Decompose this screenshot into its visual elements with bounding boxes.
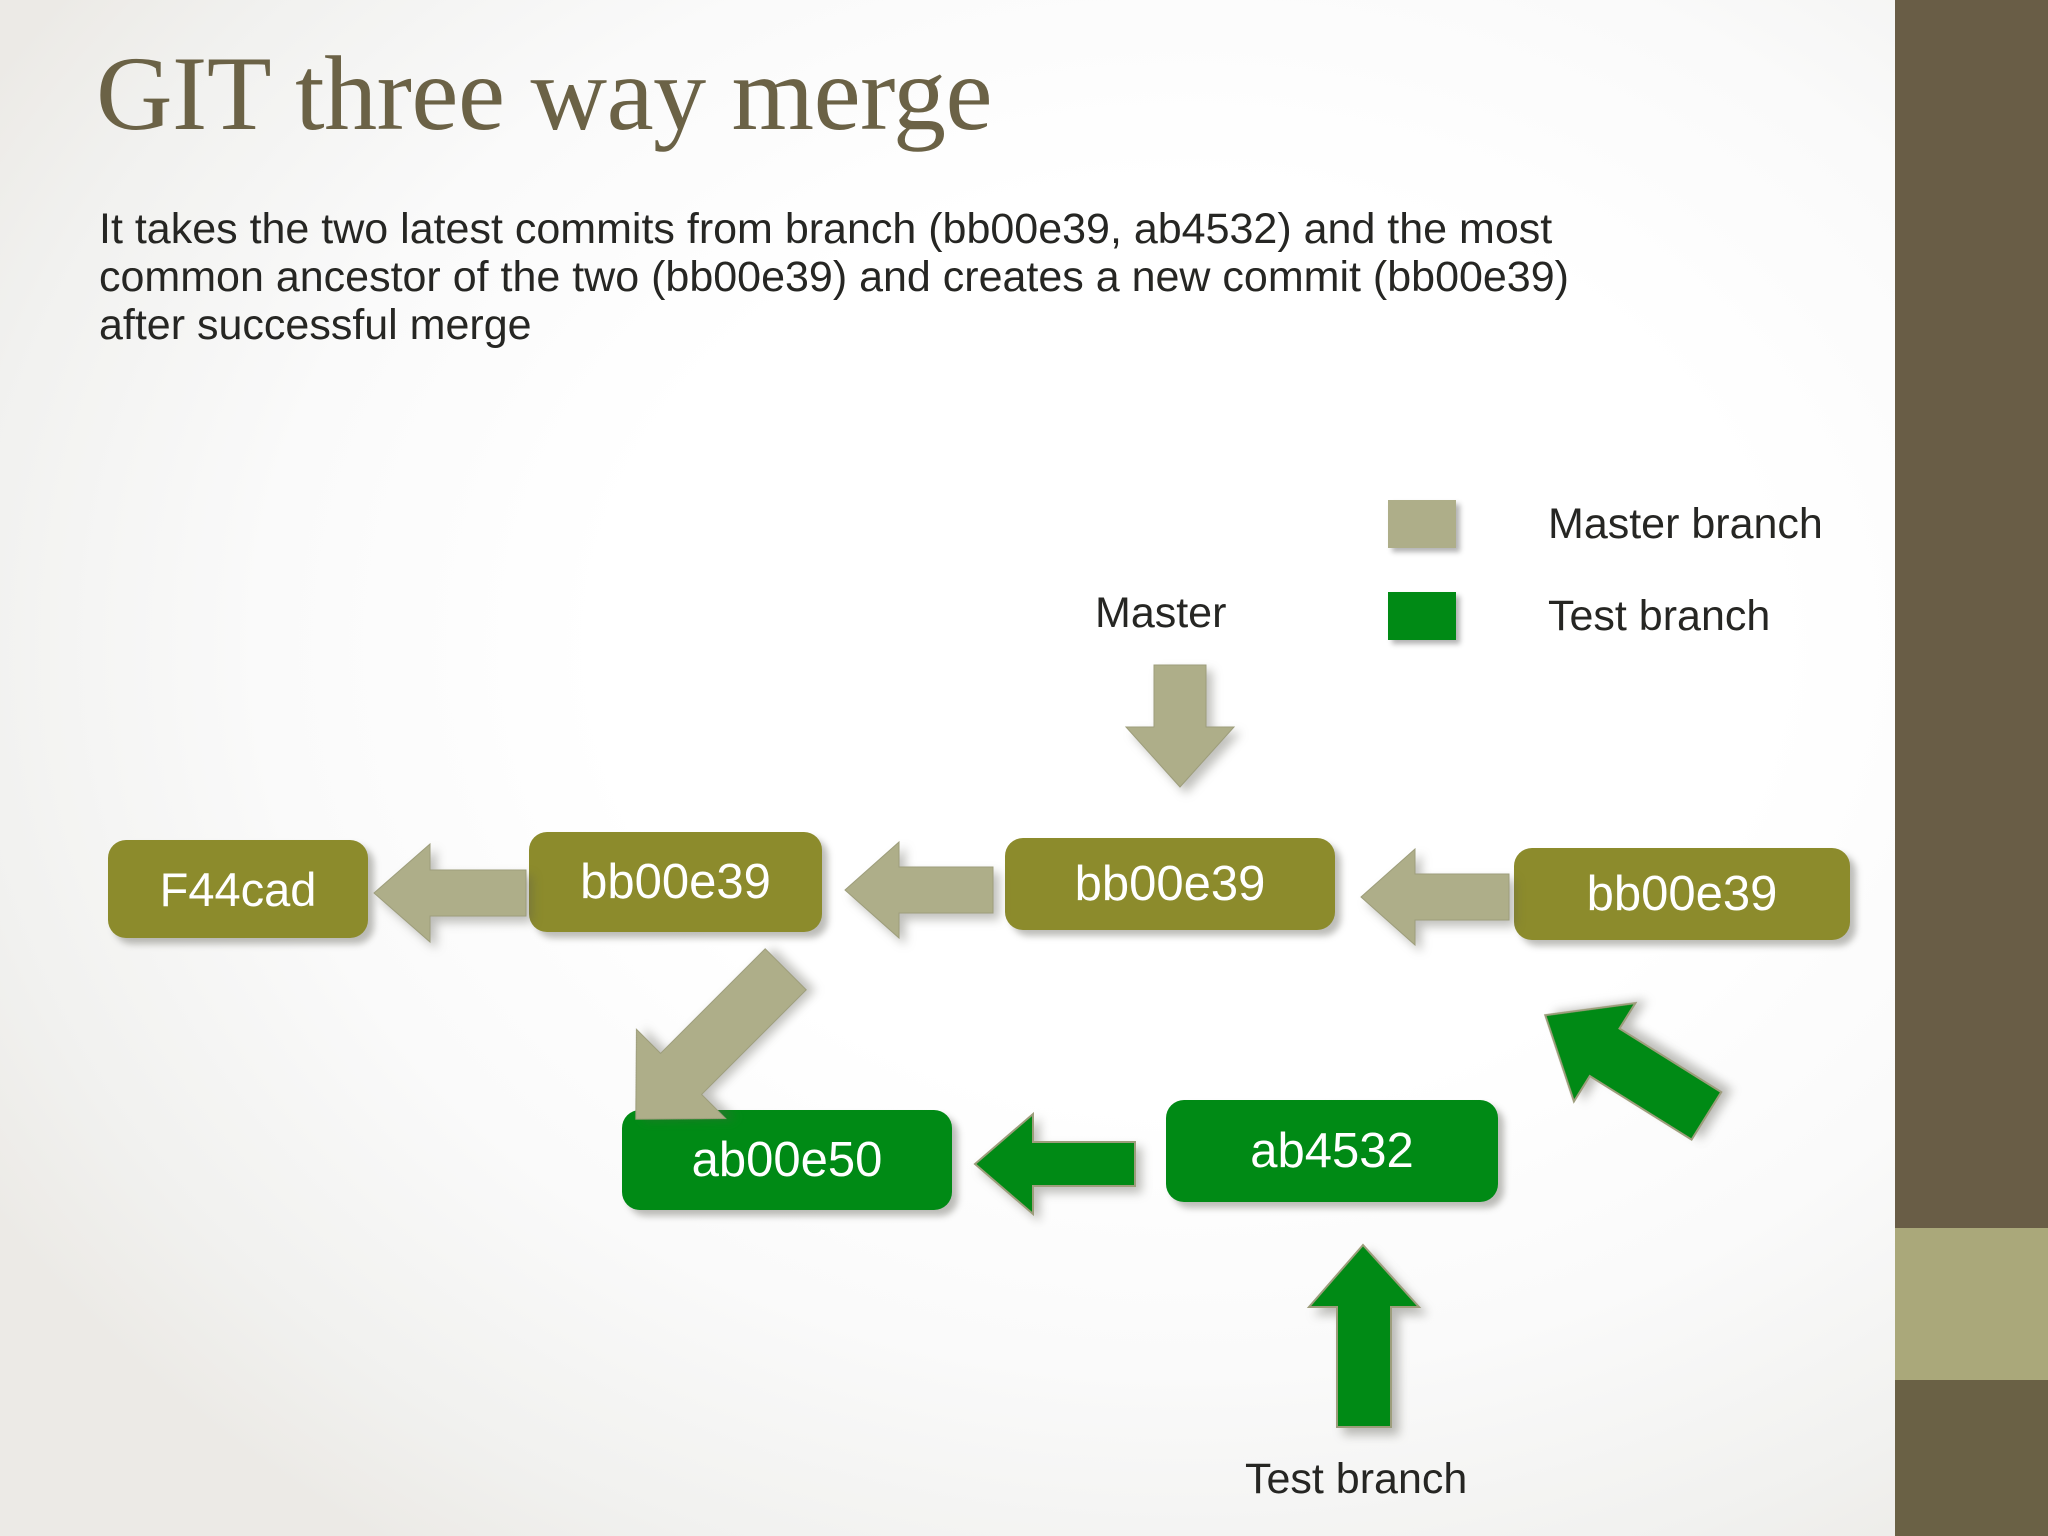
arrow-up-test-pointer-icon (1305, 1243, 1425, 1428)
commit-node-bb00e39-2[interactable]: bb00e39 (1005, 838, 1335, 930)
legend-swatch-master-icon (1388, 500, 1456, 548)
legend-label-master: Master branch (1548, 499, 1823, 548)
label-master: Master (1095, 589, 1227, 637)
legend-item-test-branch: Test branch (1388, 570, 1823, 662)
arrow-left-bb1-to-f44cad-icon (373, 840, 527, 946)
arrow-left-bb3-to-bb2-icon (1360, 845, 1510, 949)
arrow-diagonal-ab00e50-to-bb1-icon (615, 948, 815, 1125)
page-title: GIT three way merge (96, 35, 993, 152)
sidebar-segment-sage-band (1895, 1228, 2048, 1380)
commit-node-f44cad[interactable]: F44cad (108, 840, 368, 938)
legend-swatch-test-icon (1388, 592, 1456, 640)
legend-item-master-branch: Master branch (1388, 478, 1823, 570)
commit-node-ab00e50[interactable]: ab00e50 (622, 1110, 952, 1210)
arrow-left-ab4532-to-ab00e50-icon (973, 1111, 1136, 1217)
legend-label-test: Test branch (1548, 591, 1771, 640)
body-text: It takes the two latest commits from bra… (99, 205, 1759, 349)
arrow-diagonal-ab4532-to-bb3-icon (1525, 965, 1725, 1165)
sidebar-segment-dark-top (1895, 0, 2048, 1228)
body-line-1: It takes the two latest commits from bra… (99, 205, 1553, 253)
arrow-left-bb2-to-bb1-icon (844, 838, 994, 942)
label-test-branch: Test branch (1245, 1455, 1468, 1503)
legend: Master branch Test branch (1388, 478, 1823, 662)
commit-node-ab4532[interactable]: ab4532 (1166, 1100, 1498, 1202)
commit-node-bb00e39-1[interactable]: bb00e39 (529, 832, 822, 932)
body-line-2: common ancestor of the two (bb00e39) and… (99, 253, 1569, 302)
sidebar-segment-dark-bottom (1895, 1380, 2048, 1536)
commit-node-bb00e39-3[interactable]: bb00e39 (1514, 848, 1850, 940)
arrow-down-master-pointer-icon (1120, 664, 1240, 788)
body-line-3: after successful merge (99, 301, 532, 350)
slide-decoration-sidebar (1895, 0, 2048, 1536)
